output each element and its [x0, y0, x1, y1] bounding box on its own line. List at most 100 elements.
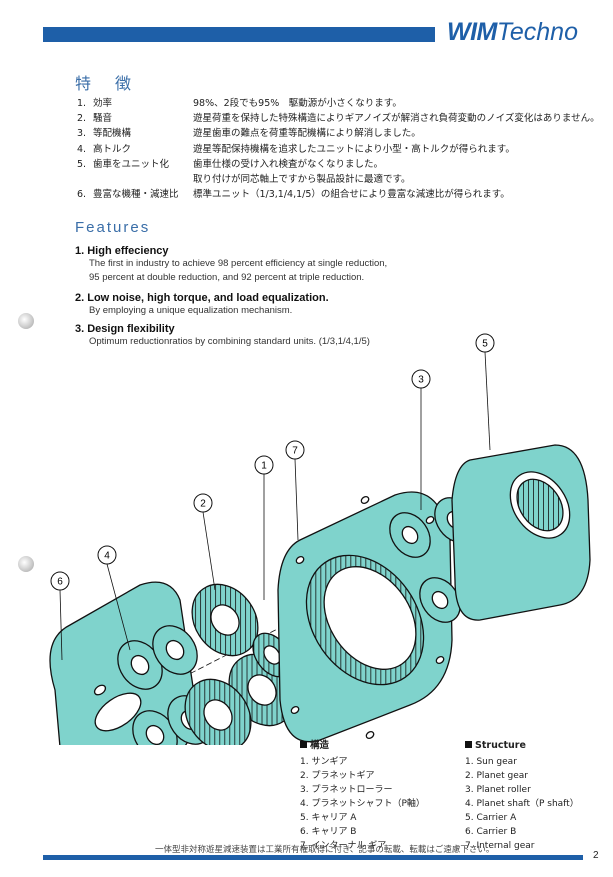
jp-feature-desc: 遊星歯車の難点を荷重等配機構により解消しました。: [193, 128, 421, 140]
callout-number: 4: [104, 551, 110, 562]
carrier-a-spline: [516, 478, 564, 532]
jp-feature-label: 豊富な機種・減速比: [93, 189, 179, 201]
callout-leader-line: [202, 511, 216, 591]
callout-number: 7: [292, 446, 298, 457]
legend-item: 1. Sun gear: [465, 757, 517, 767]
callout-circle: [254, 455, 274, 475]
planet-gear-bore: [247, 674, 277, 706]
legend-item: 3. Planet roller: [465, 785, 531, 795]
jp-feature-desc: 遊星荷重を保持した特殊構造によりギアノイズが解消され負荷変動のノイズ変化はありま…: [193, 113, 600, 125]
legend-item: 6. Carrier B: [465, 827, 517, 837]
legend-item: 6. キャリア B: [300, 827, 357, 837]
callout-number: 6: [57, 577, 63, 588]
legend-item: 1. サンギア: [300, 757, 348, 767]
jp-feature-item: 4. 高トルク 遊星等配保持機構を追求したユニットにより小型・高トルクが得られます。: [77, 142, 607, 157]
legend-item: 4. プラネットシャフト（P軸）: [300, 799, 425, 809]
en-feature-text: Optimum reductionratios by combining sta…: [89, 336, 370, 347]
jp-feature-label: 効率: [93, 98, 113, 109]
callout-circle: [50, 571, 70, 591]
carrier-a-plate: [451, 444, 591, 621]
legend-item: 3. プラネットローラー: [300, 785, 393, 795]
legend-item: 2. プラネットギア: [300, 771, 375, 781]
logo-wim-text: WIM: [447, 18, 497, 46]
callout-circle: [475, 333, 495, 353]
planet-roller-bore: [165, 639, 185, 661]
carrier-b-bolt-hole: [93, 684, 107, 696]
sun-gear-bore: [263, 645, 281, 665]
jp-feature-label: 歯車をユニット化: [93, 158, 170, 170]
jp-features-title: 特 徴: [75, 74, 136, 93]
callout-circle: [285, 440, 305, 460]
jp-feature-num: 6.: [77, 189, 87, 201]
jp-feature-desc: 標準ユニット（1/3,1/4,1/5）の組合せにより豊富な減速比が得られます。: [193, 189, 510, 201]
en-feature-text: 95 percent at double reduction, and 92 p…: [89, 272, 365, 283]
legend-item: 2. Planet gear: [465, 771, 528, 781]
callout-number: 3: [418, 375, 424, 386]
jp-feature-num: 5.: [77, 158, 87, 170]
planet-roller-bore: [145, 724, 165, 745]
jp-feature-num: 3.: [77, 128, 87, 140]
header-bar: [43, 27, 435, 42]
jp-feature-num: 1.: [77, 98, 87, 109]
binder-hole: [18, 313, 34, 329]
footer-bar: [43, 855, 583, 860]
jp-feature-num: 2.: [77, 113, 87, 125]
en-feature-text: The first in industry to achieve 98 perc…: [89, 258, 388, 269]
internal-gear-bolt-hole: [365, 730, 375, 740]
jp-feature-num: 4.: [77, 143, 87, 155]
jp-feature-item: 5. 歯車をユニット化 歯車仕様の受け入れ検査がなくなりました。: [77, 157, 607, 172]
jp-feature-desc: 遊星等配保持機構を追求したユニットにより小型・高トルクが得られます。: [193, 143, 515, 155]
internal-gear-bolt-hole: [360, 495, 370, 505]
jp-feature-item: 1. 効率 98%、2段でも95% 駆動源が小さくなります。: [77, 96, 607, 111]
jp-feature-item: 取り付けが同芯軸上ですから製品設計に最適です。: [77, 172, 607, 187]
internal-gear-bolt-hole: [425, 515, 435, 525]
planet-roller-bore: [130, 654, 150, 676]
en-feature-heading: 1. High effeciency: [75, 245, 169, 257]
internal-gear-inner: [323, 566, 417, 670]
en-feature-heading: 3. Design flexibility: [75, 323, 175, 335]
planet-gear-bore: [210, 604, 240, 636]
jp-feature-label: 高トルク: [93, 143, 132, 155]
callout-circle: [411, 369, 431, 389]
en-feature-text: By employing a unique equalization mecha…: [89, 305, 293, 316]
en-feature-item: 2. Low noise, high torque, and load equa…: [75, 292, 329, 318]
callout-leader-line: [294, 458, 299, 541]
carrier-b-hole: [94, 692, 142, 732]
planet-roller-back-bore: [431, 590, 449, 610]
internal-gear-bolt-hole: [295, 555, 305, 565]
internal-gear-bolt-hole: [290, 705, 300, 715]
legend-item: 7. Internal gear: [465, 841, 535, 851]
jp-feature-item: 3. 等配機構 遊星歯車の難点を荷重等配機構により解消しました。: [77, 126, 607, 141]
jp-feature-item: 6. 豊富な機種・減速比 標準ユニット（1/3,1/4,1/5）の組合せにより豊富な…: [77, 187, 607, 202]
jp-features-list: 1. 効率 98%、2段でも95% 駆動源が小さくなります。 2. 騒音 遊星荷重を保持し…: [77, 96, 607, 202]
logo-techno-text: Techno: [496, 18, 578, 46]
legend-item: 5. キャリア A: [300, 813, 357, 823]
callout-circle: [193, 493, 213, 513]
callout-leader-line: [484, 351, 491, 451]
page-number: 2: [593, 850, 599, 861]
callout-circle: [97, 545, 117, 565]
jp-feature-label: 等配機構: [93, 128, 132, 140]
legend-item: 7. インターナル ギア: [300, 841, 387, 851]
planet-gear-bore: [203, 699, 233, 731]
internal-gear-bolt-hole: [435, 655, 445, 665]
jp-feature-desc: 歯車仕様の受け入れ検査がなくなりました。: [193, 158, 384, 170]
jp-feature-desc: 98%、2段でも95% 駆動源が小さくなります。: [193, 98, 402, 109]
legend-en-title: Structure: [465, 739, 579, 753]
legend-item: 5. Carrier A: [465, 813, 517, 823]
jp-feature-item: 2. 騒音 遊星荷重を保持した特殊構造によりギアノイズが解消され負荷変動のノイズ変化…: [77, 111, 607, 126]
wim-techno-logo: WIMTechno: [447, 18, 578, 47]
jp-feature-desc: 取り付けが同芯軸上ですから製品設計に最適です。: [193, 173, 411, 185]
en-features-title: Features: [75, 219, 151, 236]
en-feature-heading: 2. Low noise, high torque, and load equa…: [75, 292, 329, 304]
jp-feature-label: 騒音: [93, 113, 113, 125]
planet-roller-back-bore: [401, 525, 419, 545]
binder-hole: [18, 556, 34, 572]
callout-leader-line: [59, 589, 63, 661]
callout-number: 5: [482, 339, 488, 350]
legend-item: 4. Planet shaft（P shaft）: [465, 799, 579, 809]
